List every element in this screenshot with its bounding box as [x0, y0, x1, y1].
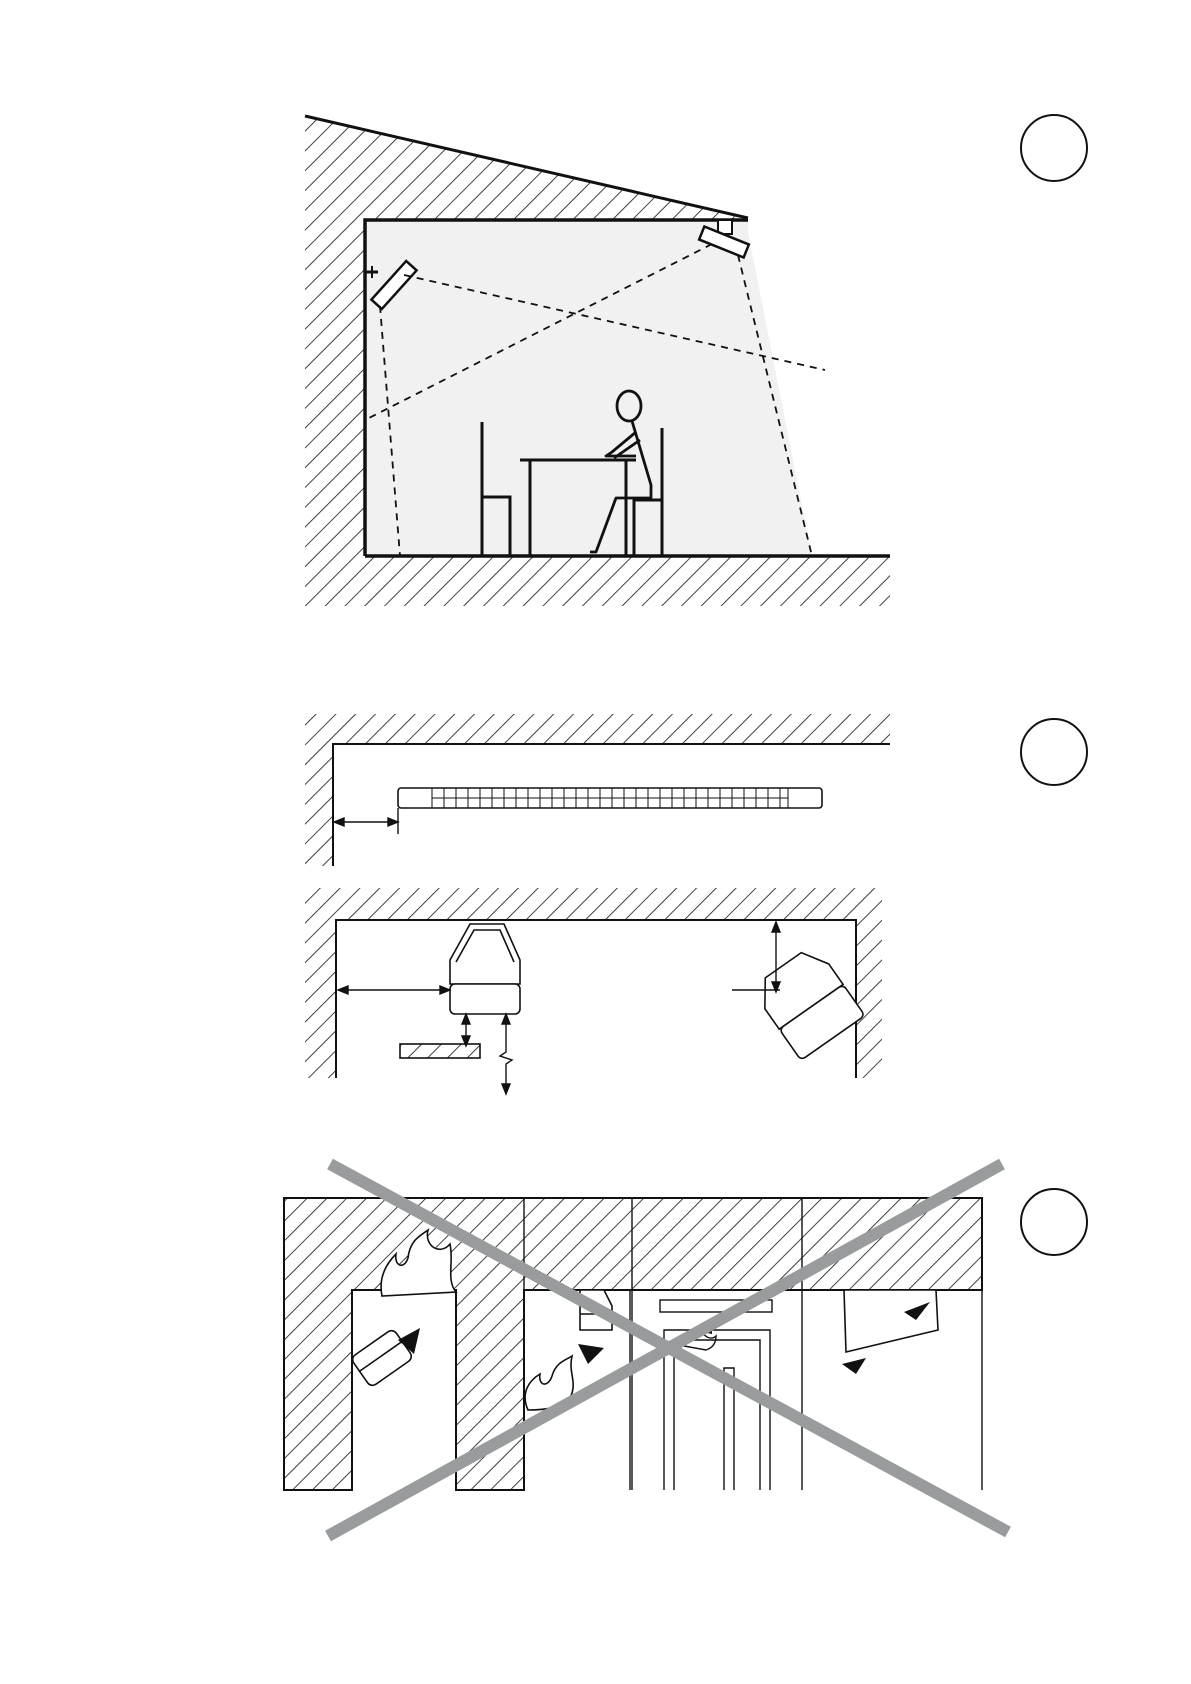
shelf	[400, 1044, 480, 1058]
dimension-arrows	[338, 922, 780, 1094]
panel-marker-1	[1021, 115, 1087, 181]
heater-icon	[398, 788, 822, 808]
panel-marker-3	[1021, 1189, 1087, 1255]
heater-icon	[844, 1290, 938, 1352]
arrow-icon	[578, 1344, 604, 1364]
dimension-arrow	[334, 808, 398, 834]
panel-marker-2	[1021, 719, 1087, 785]
arrow-icon	[842, 1358, 866, 1374]
heater-icon	[751, 943, 865, 1060]
panel-2-mounting-distances	[305, 714, 890, 1094]
room-light-zone	[365, 220, 812, 556]
heater-icon	[450, 924, 520, 1014]
panel-3-prohibited-installation	[284, 1164, 1008, 1536]
panel-1-room-installation	[305, 116, 890, 606]
